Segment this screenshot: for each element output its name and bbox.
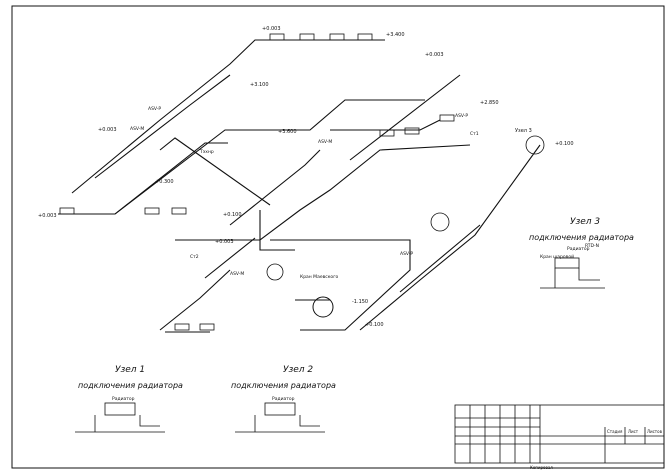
misc-label: Тэхнр [199,149,214,155]
node3-subtitle: подключения радиатора [529,233,634,242]
level-label: +2.850 [480,100,499,106]
level-label: +0.003 [425,52,444,58]
level-label: +0.003 [215,239,234,245]
misc-label: Кран шаровой [540,253,574,260]
level-label: +0.100 [223,212,242,218]
level-label: +0.003 [38,213,57,219]
node3-callout-circle [525,135,545,155]
node1-subtitle: подключения радиатора [78,381,183,390]
level-label: -1.150 [352,299,368,305]
level-label: +0.100 [365,322,384,328]
misc-label: Ст2 [190,254,199,260]
pipe-network [58,39,541,333]
node2-detail [235,402,325,433]
title-format: Копировал [530,465,553,470]
node1-title: Узел 1 [115,365,145,375]
node1-radiator-label: Радиатор [112,396,135,402]
node3-callout: Узел 3 [515,128,532,134]
node2-radiator-label: Радиатор [272,396,295,402]
node3-detail [540,257,605,289]
level-label: +3.100 [250,82,269,88]
node-circle-2 [430,212,450,232]
level-labels: +0.003 +3.400 +0.003 +3.100 +0.300 +2.85… [38,26,574,328]
radiators [59,33,455,331]
tank-circle [312,296,334,318]
level-label: +0.300 [155,179,174,185]
node3-radiator-label: Радиатор [567,246,590,252]
misc-label: Кран Маевского [300,274,339,280]
valve-label: ASV-P [400,251,413,257]
valve-label: ASV-P [455,113,468,119]
title-sheet: Лист [628,429,639,434]
valve-label: ASV-P [148,106,161,112]
valve-label: ASV-M [130,126,144,132]
title-stage: Стадия [607,429,623,434]
valve-label: RTD-N [585,243,599,249]
level-label: +3.400 [386,32,405,38]
title-sheets: Листов [647,429,663,434]
misc-label: Ст1 [470,131,479,137]
valve-label: ASV-M [230,271,244,277]
node1-detail [75,402,165,433]
misc-labels: Кран Маевского Кран шаровой Тэхнр Ст1 Ст… [190,131,574,280]
level-label: +3.600 [278,129,297,135]
level-label: +0.003 [98,127,117,133]
valve-labels: ASV-M ASV-P ASV-M ASV-P ASV-M ASV-P RTD-… [130,106,599,277]
level-label: +0.100 [555,141,574,147]
node3-title: Узел 3 [570,217,600,227]
sheet-frame [11,5,665,469]
node2-title: Узел 2 [283,365,313,375]
valve-label: ASV-M [318,139,332,145]
node-circle [266,263,284,281]
level-label: +0.003 [262,26,281,32]
node2-subtitle: подключения радиатора [231,381,336,390]
title-block [454,404,665,464]
